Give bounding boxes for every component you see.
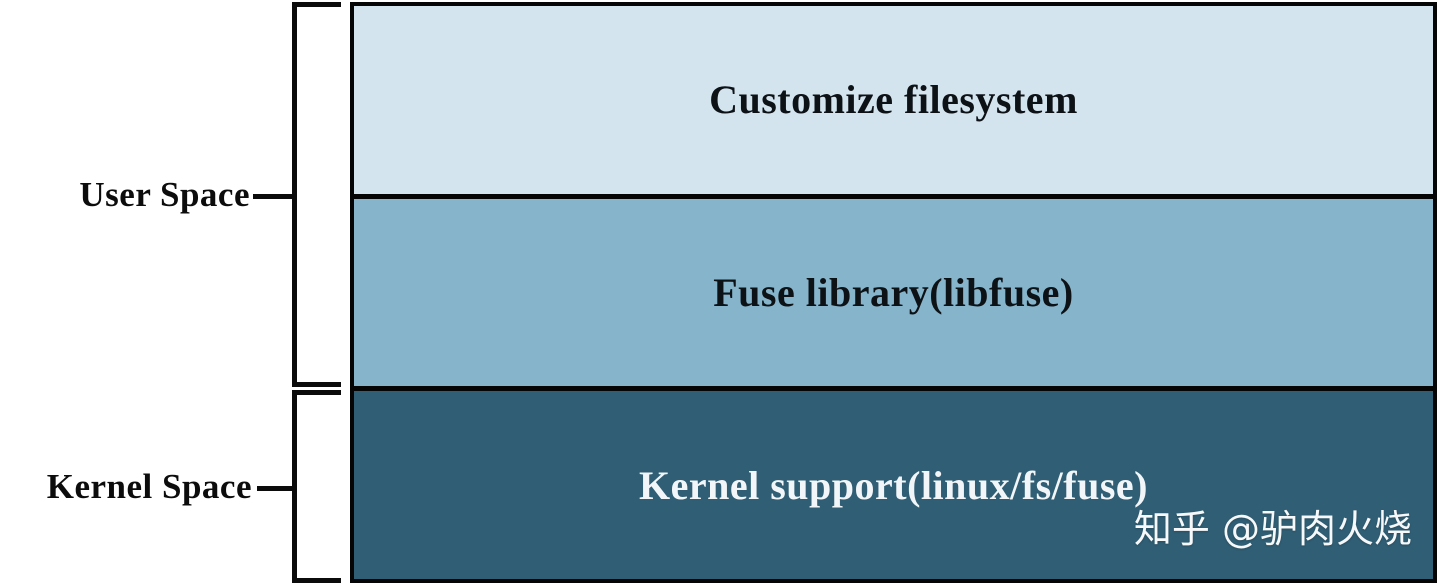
layer-fuse-library-label: Fuse library(libfuse)	[713, 270, 1074, 315]
label-kernel-space: Kernel Space	[46, 467, 252, 506]
layer-kernel-support: Kernel support(linux/fs/fuse)	[354, 386, 1433, 580]
user-space-connector-line	[253, 194, 297, 199]
kernel-space-bracket	[292, 390, 341, 583]
user-space-bracket	[292, 2, 341, 387]
layer-customize-filesystem-label: Customize filesystem	[709, 77, 1078, 123]
zhihu-watermark: 知乎 @驴肉火烧	[1133, 507, 1412, 551]
layer-stack: Customize filesystem Fuse library(libfus…	[350, 2, 1437, 583]
kernel-space-connector-line	[257, 486, 297, 491]
layer-fuse-library: Fuse library(libfuse)	[354, 193, 1433, 387]
layer-kernel-support-label: Kernel support(linux/fs/fuse)	[639, 462, 1148, 508]
layer-customize-filesystem: Customize filesystem	[354, 6, 1433, 194]
label-user-space: User Space	[79, 175, 250, 214]
